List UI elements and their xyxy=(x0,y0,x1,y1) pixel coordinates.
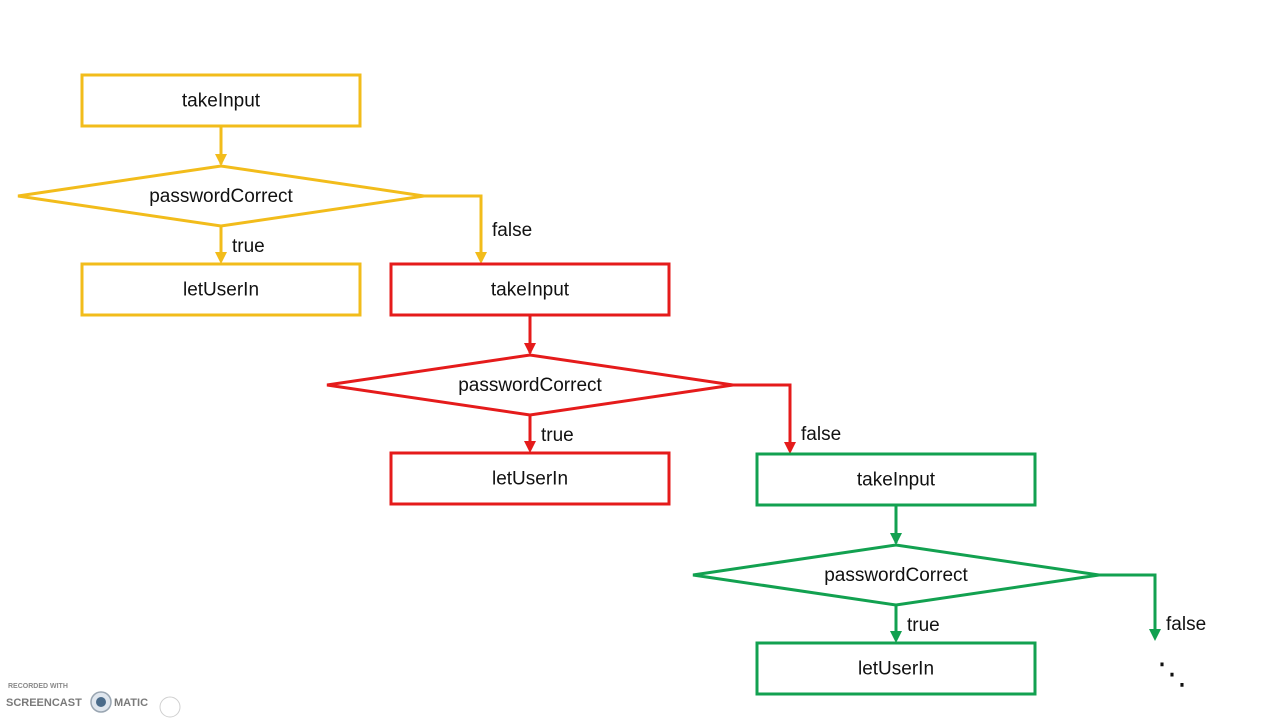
watermark-brand-right: MATIC xyxy=(114,697,148,709)
arrowhead-true-1 xyxy=(215,252,227,264)
arrowhead-false-2 xyxy=(784,442,796,454)
watermark-menu-icon xyxy=(159,696,181,718)
decision-label-3: passwordCorrect xyxy=(824,565,968,586)
process-box-letuserin-1 xyxy=(80,262,362,317)
process-label-2: takeInput xyxy=(491,280,570,301)
process-box-letuserin-2 xyxy=(389,451,671,506)
edge-false-3 xyxy=(1099,573,1157,629)
edge-false-2 xyxy=(733,383,792,442)
edge-false-1 xyxy=(424,194,483,252)
false-label-3: false xyxy=(1166,614,1206,635)
decision-diamond-1 xyxy=(17,164,425,228)
arrowhead-true-2 xyxy=(524,441,536,453)
process-box-takeinput-1 xyxy=(80,73,362,128)
process-label-3: takeInput xyxy=(857,470,936,491)
success-label-3: letUserIn xyxy=(858,659,934,680)
arrowhead-false-1 xyxy=(475,252,487,264)
decision-diamond-3 xyxy=(692,543,1100,607)
true-label-3: true xyxy=(907,615,940,636)
decision-diamond-2 xyxy=(326,353,734,417)
arrowhead-decision-1 xyxy=(215,154,227,166)
arrowhead-true-3 xyxy=(890,631,902,643)
screencast-watermark: RECORDED WITH SCREENCAST MATIC xyxy=(6,683,181,718)
watermark-brand-left: SCREENCAST xyxy=(6,697,82,709)
true-label-1: true xyxy=(232,236,265,257)
false-label-1: false xyxy=(492,220,532,241)
process-box-letuserin-3 xyxy=(755,641,1037,696)
process-box-takeinput-2 xyxy=(389,262,671,317)
true-label-2: true xyxy=(541,425,574,446)
arrowhead-decision-2 xyxy=(524,343,536,355)
arrowhead-false-3 xyxy=(1149,629,1161,641)
process-label-1: takeInput xyxy=(182,91,261,112)
success-label-1: letUserIn xyxy=(183,280,259,301)
watermark-logo-inner-icon xyxy=(96,697,106,707)
false-label-2: false xyxy=(801,424,841,445)
watermark-recorded-with: RECORDED WITH xyxy=(8,683,68,690)
decision-label-1: passwordCorrect xyxy=(149,186,293,207)
continuation-ellipsis: ⋱ xyxy=(1157,657,1187,692)
decision-label-2: passwordCorrect xyxy=(458,375,602,396)
arrowhead-decision-3 xyxy=(890,533,902,545)
success-label-2: letUserIn xyxy=(492,469,568,490)
process-box-takeinput-3 xyxy=(755,452,1037,507)
